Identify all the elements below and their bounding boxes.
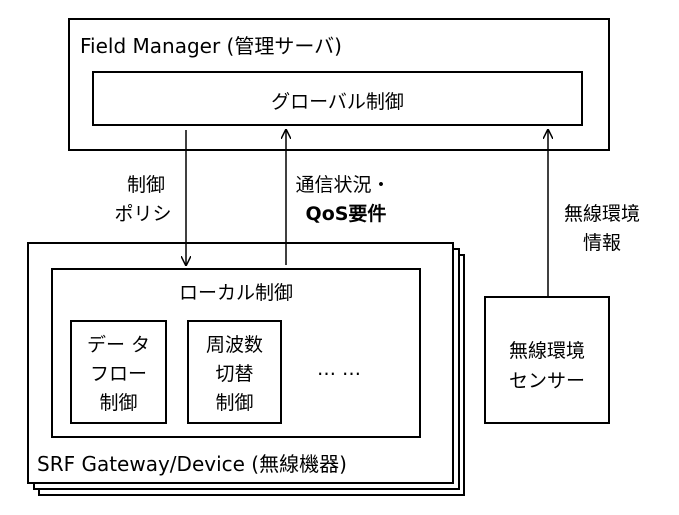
- field-manager-title: Field Manager (管理サーバ): [80, 34, 342, 58]
- radio-env-info-label-line: 情報: [582, 232, 621, 254]
- global-control-label: グローバル制御: [271, 91, 404, 113]
- global-control-box: グローバル制御: [92, 71, 583, 126]
- local-control-label: ローカル制御: [178, 282, 293, 304]
- local-control-box: ローカル制御 デー タ フロー 制御 周波数 切替 制御 … …: [51, 268, 421, 438]
- module-line: 制御: [99, 392, 138, 414]
- module-line: デー タ: [86, 334, 151, 356]
- comm-status-label-line: 通信状況・: [295, 174, 391, 196]
- frequency-switch-control-box: 周波数 切替 制御: [187, 320, 282, 424]
- module-line: 切替: [215, 363, 254, 385]
- module-line: 周波数: [205, 334, 263, 356]
- gateway-title: SRF Gateway/Device (無線機器): [37, 452, 347, 476]
- field-manager-box: Field Manager (管理サーバ) グローバル制御: [68, 18, 610, 151]
- radio-env-sensor-box: 無線環境 センサー: [484, 296, 610, 424]
- data-flow-control-box: デー タ フロー 制御: [70, 320, 167, 424]
- module-line: フロー: [89, 363, 147, 385]
- radio-env-info-label-line: 無線環境: [563, 203, 640, 225]
- comm-status-label-line: QoS要件: [305, 203, 387, 225]
- policy-label-line: 制御: [126, 174, 165, 196]
- module-line: 制御: [215, 392, 254, 414]
- sensor-line: 無線環境: [508, 340, 585, 362]
- ellipsis: … …: [317, 358, 362, 380]
- sensor-line: センサー: [508, 370, 585, 392]
- gateway-box: ローカル制御 デー タ フロー 制御 周波数 切替 制御 … … SRF Gat…: [27, 242, 454, 484]
- policy-label-line: ポリシ: [114, 203, 172, 225]
